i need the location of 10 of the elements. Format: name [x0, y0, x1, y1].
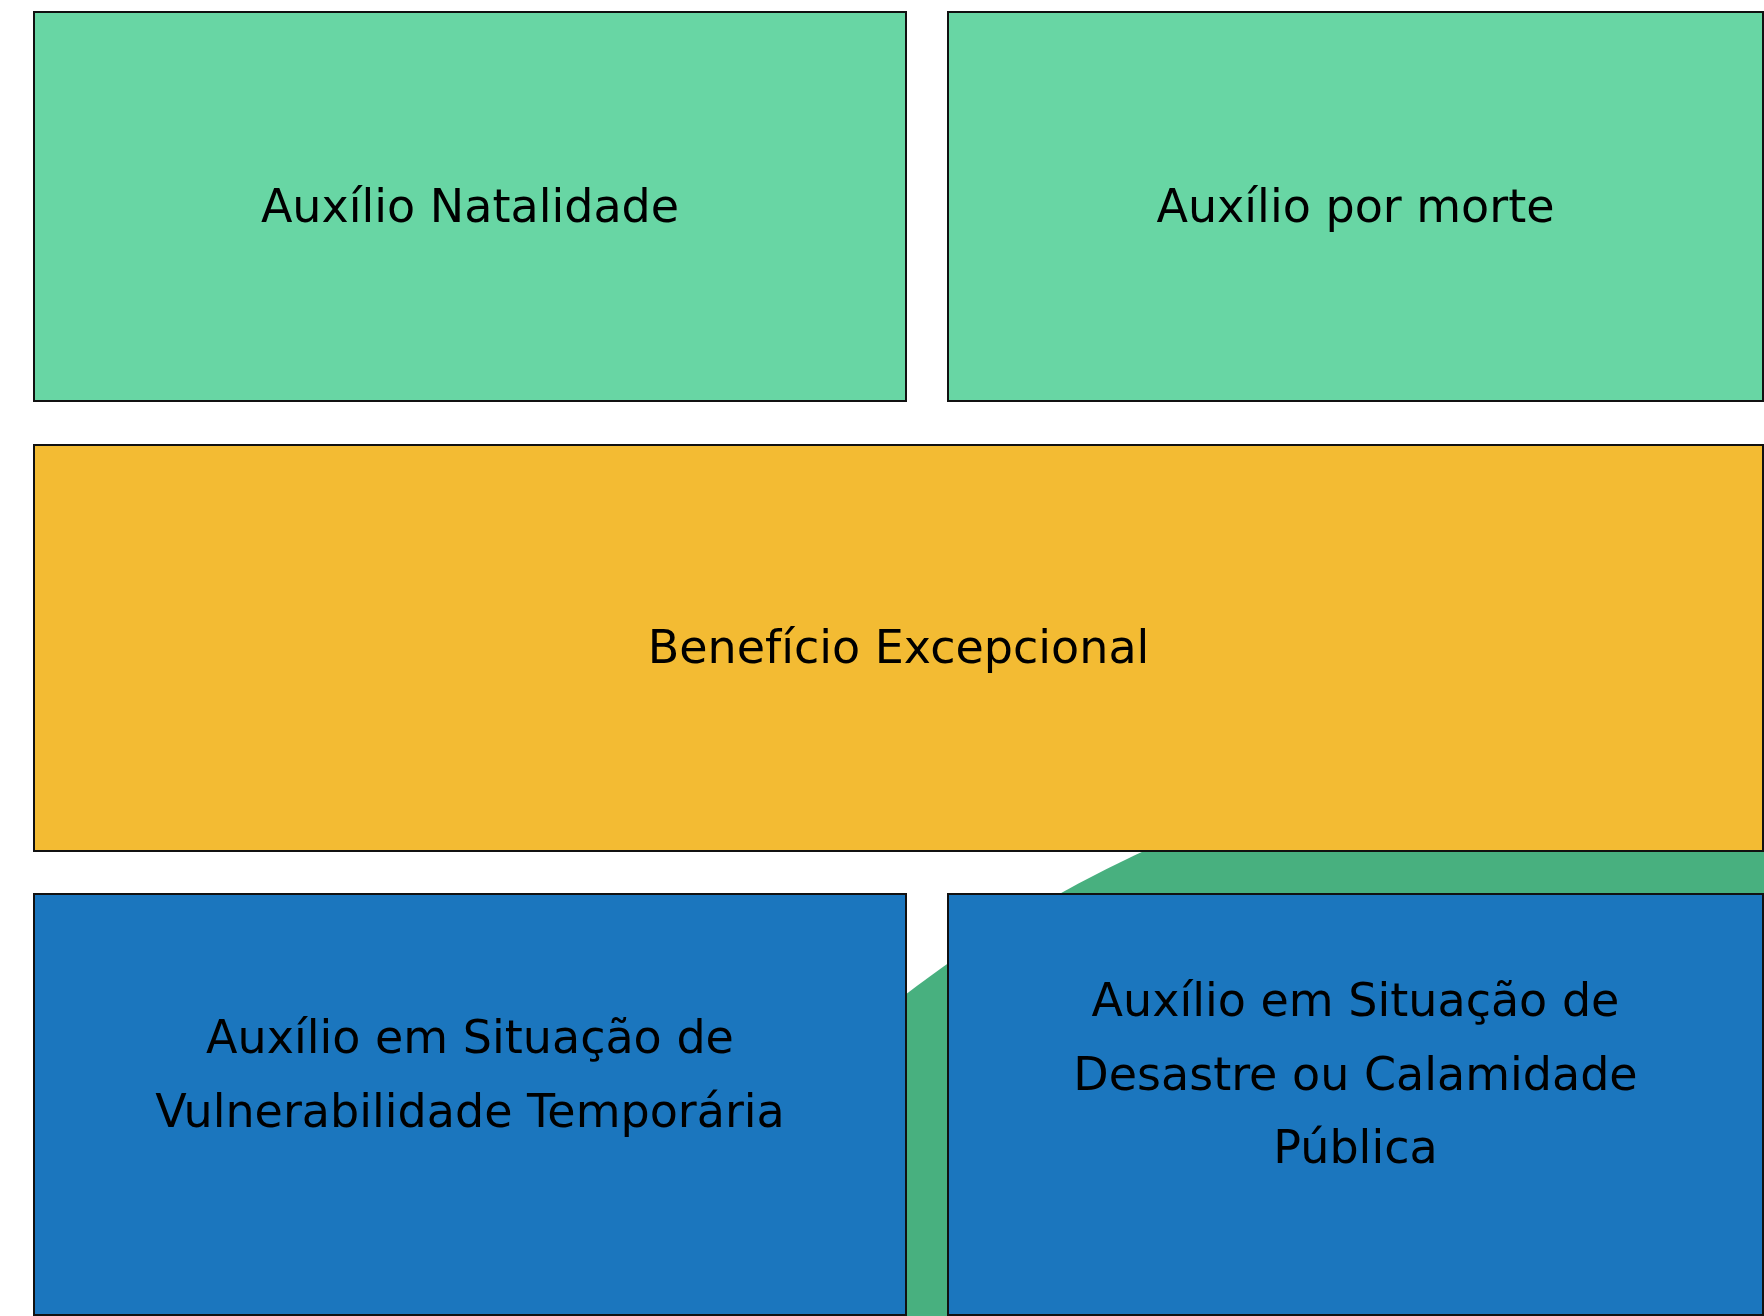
box-label: Auxílio Natalidade	[259, 177, 681, 235]
benefit-box	[33, 11, 907, 402]
box-label: Auxílio por morte	[1155, 177, 1556, 235]
box-label: Benefício Excepcional	[646, 619, 1151, 677]
benefit-box	[947, 893, 1764, 1316]
benefit-box	[33, 893, 907, 1316]
box-label: Auxílio em Situação de Vulnerabilidade Temporária	[154, 1008, 786, 1140]
benefit-box	[33, 444, 1764, 852]
benefit-box	[947, 11, 1764, 402]
box-label: Auxílio em Situação de Desastre ou Calamidade Pública	[1072, 972, 1639, 1177]
